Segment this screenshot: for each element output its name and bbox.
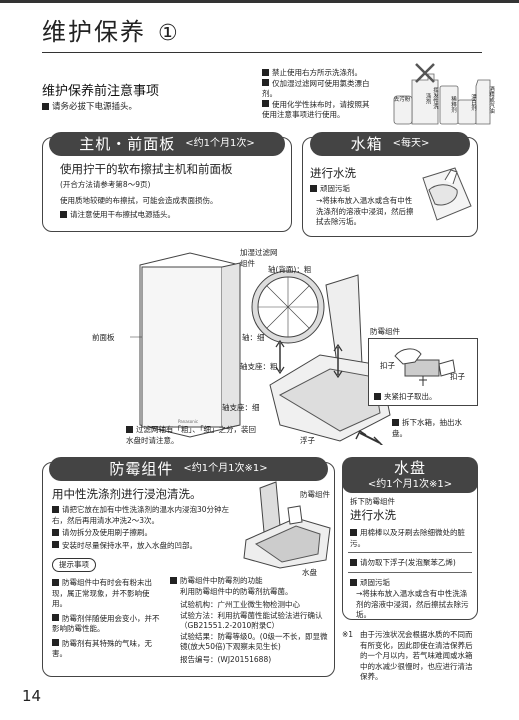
water-tank-item-text: →将抹布放入温水或含有中性洗涤剂的溶液中浸润，然后擦拭去除污垢。 xyxy=(316,196,414,226)
tray-bar-title: 水盘 xyxy=(393,459,426,478)
tray-bar-freq: <约1个月1次※1> xyxy=(367,479,453,491)
label-mold-img-tray: 水盘 xyxy=(302,568,317,577)
label-support-fine: 轴支座：细 xyxy=(222,403,260,412)
tray-bar: 水盘 <约1个月1次※1> xyxy=(342,457,478,493)
intro-warnings: 禁止使用右方所示洗涤剂。 仅加湿过滤网可使用氯类漂白剂。 使用化学性抹布时，请按… xyxy=(262,68,374,121)
disassembly-diagram: Panasonic xyxy=(130,252,391,445)
tray-divider xyxy=(348,572,472,573)
tray-item-text: →将抹布放入温水或含有中性洗涤剂的溶液中浸润，然后擦拭去除污垢。 xyxy=(356,589,469,619)
label-clip-2: 扣子 xyxy=(450,372,465,381)
label-clip-1: 扣子 xyxy=(380,361,395,370)
warning-item: 禁止使用右方所示洗涤剂。 xyxy=(262,68,374,79)
water-tank-bar: 水箱 <每天> xyxy=(310,132,470,156)
tank-wiping-illustration xyxy=(422,167,472,221)
mold-function-line: 利用防霉组件中的防霉剂抗霉菌。 xyxy=(180,586,293,596)
mold-tip: 防霉剂有其特殊的气味，无害。 xyxy=(52,638,152,658)
label-front-panel: 前面板 xyxy=(92,333,115,342)
bottle-label: 稀释剂 xyxy=(450,95,456,113)
mold-tip: 防霉剂伴随使用会变小，并不影响防霉性能。 xyxy=(52,613,160,633)
title-rule xyxy=(42,52,482,53)
main-unit-open-note: (开合方法请参考第8～9页) xyxy=(60,180,151,189)
top-border xyxy=(0,0,519,3)
main-unit-bar: 主机・前面板 <约1个月1次> xyxy=(49,132,285,156)
tips-tag: 提示事项 xyxy=(52,558,96,573)
mold-tips-left: 防霉组件中有时会有粉末出现，属正常现象，并不影响使用。 防霉剂伴随使用会变小，并… xyxy=(52,578,164,660)
label-support-thick: 轴支座：粗 xyxy=(240,362,278,371)
label-float: 浮子 xyxy=(300,436,315,445)
detergent-bottles-illustration xyxy=(393,63,491,125)
tray-item-title: 顽固污垢 xyxy=(350,578,390,589)
label-shaft-back: 轴(背面)：粗 xyxy=(268,265,312,274)
water-tank-bar-freq: <每天> xyxy=(392,138,430,150)
bottle-label: 挥发性洗涤剂 xyxy=(424,87,438,109)
main-unit-bar-freq: <约1个月1次> xyxy=(185,138,255,150)
footnote-mark: ※1 xyxy=(342,630,354,639)
tray-step2: 请勿取下浮子(发泡聚苯乙烯) xyxy=(350,558,474,569)
warning-item: 仅加湿过滤网可使用氯类漂白剂。 xyxy=(262,78,370,98)
clip-note: 夹紧扣子取出。 xyxy=(374,392,437,403)
tray-remove: 拆下防霉组件 xyxy=(350,497,395,506)
tray-divider xyxy=(348,552,472,553)
main-unit-line2: 请注意使用干布擦拭电源插头。 xyxy=(60,210,175,221)
footnote-text: 由于污浊状况会根据水质的不同而有所变化，因此即使在清洁保养后的一个月以内，若气味… xyxy=(360,630,473,681)
mold-step: 请把它放在加有中性洗涤剂的温水内浸泡30分钟左右，然后再用清水冲洗2～3次。 xyxy=(52,505,230,525)
water-tank-subheading: 进行水洗 xyxy=(310,166,356,180)
label-mold-unit: 防霉组件 xyxy=(370,327,400,336)
mold-steps: 请把它放在加有中性洗涤剂的温水内浸泡30分钟左右，然后再用清水冲洗2～3次。 请… xyxy=(52,505,242,551)
mold-tip: 防霉组件中有时会有粉末出现，属正常现象，并不影响使用。 xyxy=(52,578,152,608)
bottle-label: 酒精或汽油 xyxy=(488,86,494,114)
label-filter: 加湿过滤网组件 xyxy=(240,248,278,268)
mold-bar-freq: <约1个月1次※1> xyxy=(183,463,268,475)
intro-heading: 维护保养前注意事项 xyxy=(42,84,160,99)
intro-note: 请务必拔下电源插头。 xyxy=(42,102,137,113)
warning-item: 使用化学性抹布时，请按照其使用注意事项进行使用。 xyxy=(262,99,370,119)
main-unit-bar-title: 主机・前面板 xyxy=(79,134,176,153)
tray-step1: 用棉棒以及牙刷去除细微处的脏污。 xyxy=(350,528,465,548)
mold-bar-title: 防霉组件 xyxy=(109,459,174,478)
mold-step: 请勿拆分及使用刷子擦刷。 xyxy=(52,528,242,539)
svg-text:Panasonic: Panasonic xyxy=(178,419,198,424)
mold-subheading: 用中性洗涤剂进行浸泡清洗。 xyxy=(52,487,202,501)
mold-tips-right: 防霉组件中防霉剂的功能 利用防霉组件中的防霉剂抗霉菌。 试验机构：广州工业微生物… xyxy=(170,576,330,665)
mold-bar: 防霉组件 <约1个月1次※1> xyxy=(49,457,328,481)
test-result: 试验结果：防霉等级0。(0级一不长，即显微镜(放大50倍)下观察未见生长) xyxy=(180,631,328,652)
report-number: 报告编号：(WJ20151688) xyxy=(180,654,272,664)
bottle-label: 漂白剂 xyxy=(470,93,476,111)
mold-step: 安装时尽量保持水平，放入水盘的凹部。 xyxy=(52,541,242,552)
clip-illustration xyxy=(394,348,456,386)
water-tank-bar-title: 水箱 xyxy=(350,134,383,153)
main-unit-subheading: 使用拧干的软布擦拭主机和前面板 xyxy=(60,162,233,176)
tray-subheading: 进行水洗 xyxy=(350,508,396,522)
main-unit-line1: 使用质地较硬的布擦拭，可能会造成表面损伤。 xyxy=(60,196,218,205)
label-mold-img-unit: 防霉组件 xyxy=(300,490,330,499)
bottle-label: 去污粉 xyxy=(393,97,411,103)
tray-removal-note: 拆下水箱，抽出水盘。 xyxy=(392,418,462,438)
mold-function-title: 防霉组件中防霉剂的功能 xyxy=(170,576,330,587)
water-tank-item-title: 顽固污垢 xyxy=(310,184,350,195)
page-number: 14 xyxy=(22,687,42,705)
filter-note: 过滤网轴有「粗」、「细」之分，装回水盘时请注意。 xyxy=(126,425,256,445)
bottle-labels: 去污粉 挥发性洗涤剂 稀释剂 漂白剂 酒精或汽油 xyxy=(392,86,504,115)
mold-unit-illustration xyxy=(243,481,331,569)
test-method: 试验方法：利用抗霉菌性能试验法进行确认（GB21551.2-2010附录C） xyxy=(180,610,323,631)
label-shaft-fine: 轴：细 xyxy=(242,333,265,342)
test-org: 试验机构：广州工业微生物检测中心 xyxy=(180,600,300,609)
